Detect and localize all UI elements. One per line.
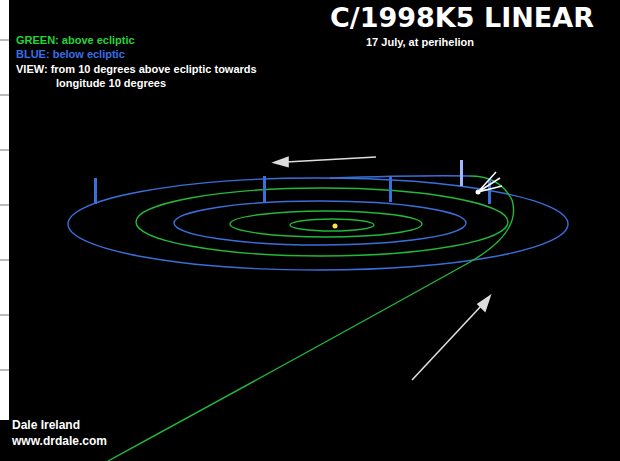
credit-url: www.drdale.com (12, 434, 107, 448)
planet-orbit (230, 211, 422, 237)
subtitle: 17 July, at perihelion (366, 36, 474, 48)
motion-arrow (274, 157, 490, 380)
comet-path-below (330, 176, 470, 178)
page-edge-fragment (0, 0, 9, 420)
planet-orbit (290, 219, 374, 231)
title: C/1998K5 LINEAR (330, 2, 594, 33)
legend-text: GREEN: above ecliptic (16, 34, 135, 46)
legend-entry: BLUE: below ecliptic (16, 48, 125, 60)
sun (333, 224, 338, 229)
comet-path (108, 176, 514, 461)
view-note: VIEW: from 10 degrees above ecliptic tow… (16, 62, 306, 90)
credit: Dale Ireland (12, 418, 80, 432)
planet-orbit (136, 188, 508, 256)
planet-orbit (68, 178, 568, 270)
legend-text: BLUE: below ecliptic (16, 48, 125, 60)
legend-entry: GREEN: above ecliptic (16, 34, 135, 46)
planet-orbit (174, 201, 466, 245)
orbit-marker (94, 176, 491, 204)
comet (460, 160, 502, 195)
